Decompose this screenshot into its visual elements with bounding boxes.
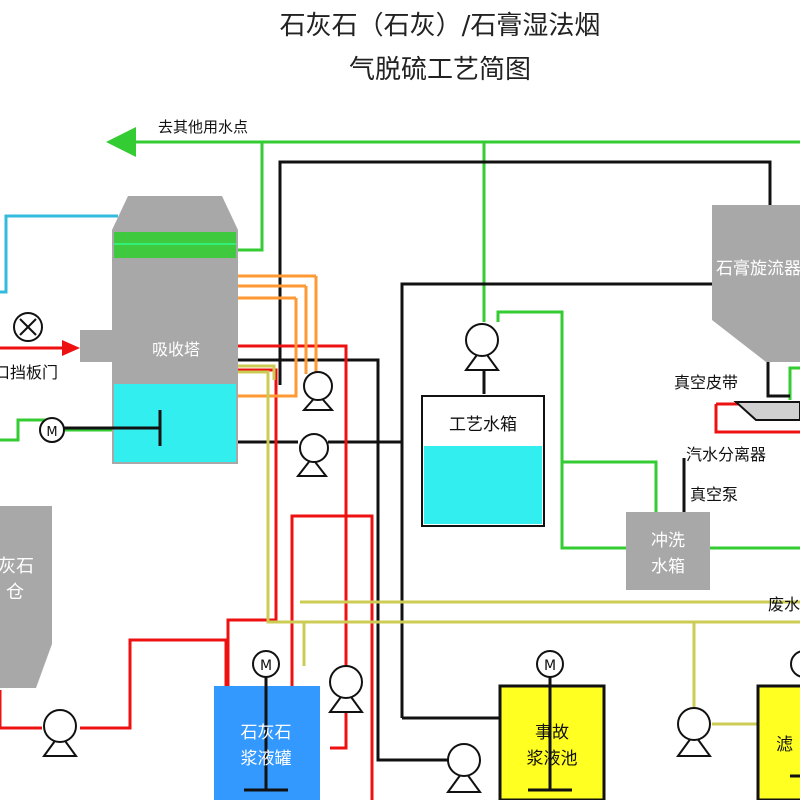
inlet-flue-arrow: [0, 340, 80, 356]
wash-tank-label-1: 冲洗: [651, 531, 685, 551]
process-water-tank: 工艺水箱: [421, 395, 545, 527]
absorber-tower: 吸收塔: [64, 196, 238, 464]
process-water-tank-label: 工艺水箱: [449, 415, 517, 435]
gypsum-cyclone-label: 石膏旋流器: [716, 258, 800, 279]
motor-letter: M: [260, 658, 272, 674]
title-line-2: 气脱硫工艺简图: [349, 55, 531, 85]
separator-label: 汽水分离器: [686, 445, 766, 464]
pump-recirculation-1[interactable]: [301, 371, 335, 411]
yellow-pipes: [238, 364, 800, 726]
flue-gas-pipe: [0, 214, 118, 294]
black-pipes: [238, 160, 800, 762]
pump-process-water[interactable]: [464, 323, 500, 371]
title-line-1: 石灰石（石灰）/石膏湿法烟: [280, 11, 601, 41]
pump-filtrate[interactable]: [676, 707, 712, 757]
limestone-silo-label-1: 灰石: [0, 556, 34, 577]
limestone-slurry-tank: 石灰石 浆液罐: [214, 676, 320, 800]
wash-water-tank: 冲洗 水箱: [626, 512, 710, 590]
water-use-label: 去其他用水点: [158, 118, 248, 136]
filtrate-tank: 滤: [756, 684, 800, 800]
red-pipes: [0, 344, 800, 800]
filtrate-tank-motor-icon[interactable]: [790, 650, 800, 678]
motor-letter: M: [544, 658, 556, 674]
pump-limestone-feed[interactable]: [42, 709, 78, 757]
slurry-tank-label-1: 石灰石: [241, 723, 292, 743]
emergency-tank-label-2: 浆液池: [527, 749, 578, 769]
wash-tank-label-2: 水箱: [651, 557, 685, 577]
limestone-silo: 灰石 仓: [0, 506, 52, 688]
pump-emergency[interactable]: [446, 743, 482, 793]
absorber-label: 吸收塔: [152, 340, 200, 359]
emergency-tank-motor-icon[interactable]: M: [536, 650, 564, 678]
filtrate-tank-label: 滤: [776, 735, 793, 755]
slurry-tank-label-2: 浆液罐: [241, 749, 292, 769]
vacuum-belt-label: 真空皮带: [674, 373, 738, 392]
oxidation-motor-icon[interactable]: M: [39, 417, 65, 443]
emergency-slurry-tank: 事故 浆液池: [498, 676, 606, 800]
vacuum-belt-filter: [733, 401, 800, 421]
limestone-silo-label-2: 仓: [6, 582, 24, 603]
pump-slurry-supply[interactable]: [328, 665, 364, 713]
slurry-tank-motor-icon[interactable]: M: [252, 650, 280, 678]
waste-water-label: 废水: [768, 595, 800, 614]
gypsum-cyclone: 石膏旋流器: [712, 205, 800, 362]
emergency-tank-label-1: 事故: [535, 723, 569, 743]
baffle-door-label: 口挡板门: [0, 363, 58, 382]
pump-recirculation-2[interactable]: [295, 433, 329, 477]
vacuum-pump-label: 真空泵: [690, 485, 738, 504]
motor-letter: M: [46, 425, 57, 440]
baffle-damper-icon[interactable]: [13, 312, 43, 342]
